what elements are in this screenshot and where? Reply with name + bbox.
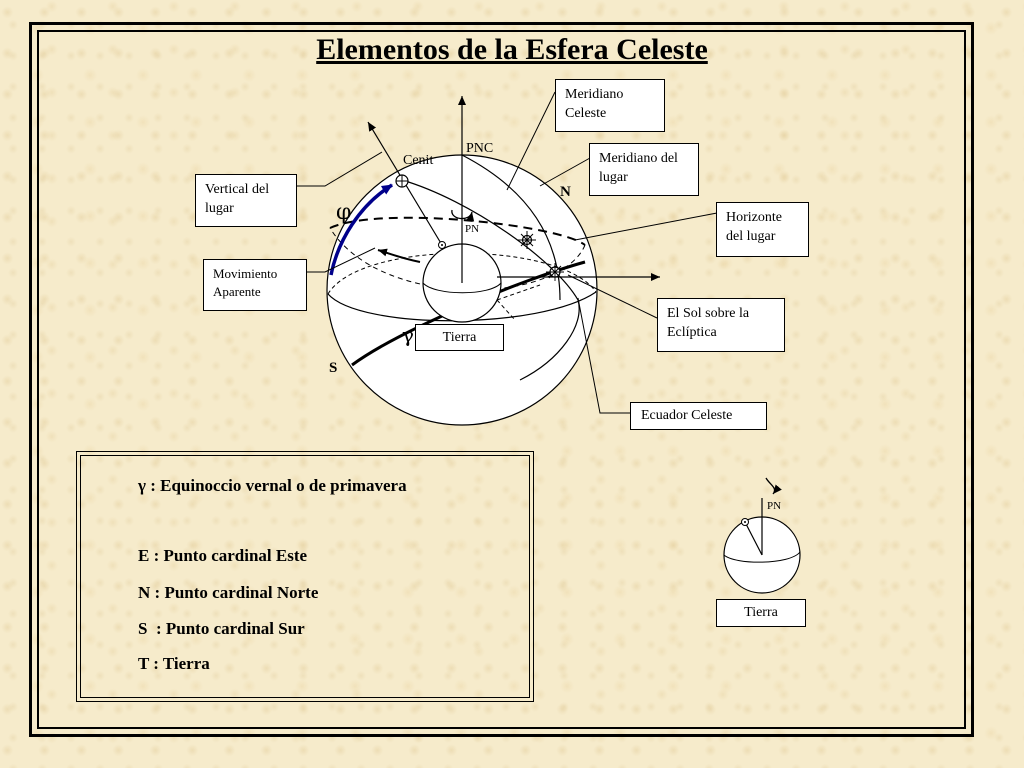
dashed-inner-2: [496, 299, 516, 321]
legend-item-e: E : Punto cardinal Este: [138, 546, 308, 565]
latitude-arc: [329, 183, 393, 276]
cenit-label: Cenit: [403, 153, 434, 168]
box-vertical-lugar: Vertical del lugar: [195, 174, 297, 227]
phi-label: φ: [336, 200, 352, 225]
dashed-inner-1: [496, 284, 541, 301]
box-tierra-main: Tierra: [415, 324, 504, 351]
inner-frame: [37, 30, 966, 729]
small-earth-equator: [723, 551, 801, 563]
legend-frame-inner: [80, 455, 530, 698]
south-label: S: [329, 360, 338, 376]
earth-equator: [422, 282, 502, 294]
box-movimiento-aparente: Movimiento Aparente: [203, 259, 307, 311]
gamma-label: γ: [402, 323, 414, 347]
page-title: Elementos de la Esfera Celeste: [316, 33, 708, 66]
outer-frame: [29, 22, 974, 737]
legend-item-s: S : Punto cardinal Sur: [138, 619, 305, 638]
box-ecuador-celeste: Ecuador Celeste: [630, 402, 767, 430]
box-sol-ecliptica: El Sol sobre la Eclíptica: [657, 298, 785, 352]
legend-frame-outer: [76, 451, 534, 702]
leader-vertical: [296, 151, 383, 187]
small-rotation-icon: [765, 477, 782, 495]
north-label: N: [560, 184, 571, 200]
leader-sol: [567, 274, 658, 319]
legend-item-gamma: γ : Equinoccio vernal o de primavera: [138, 476, 407, 495]
meridian-place: [401, 179, 580, 381]
small-earth-vertical: [744, 521, 763, 556]
box-meridiano-celeste: Meridiano Celeste: [555, 79, 665, 132]
leader-meridiano-celeste: [506, 91, 556, 191]
sun-icon-2: [546, 263, 564, 281]
legend-item-t: T : Tierra: [138, 654, 210, 673]
pnc-label: PNC: [466, 141, 494, 156]
leader-meridiano-lugar: [539, 157, 591, 187]
leader-horizonte: [574, 212, 718, 241]
box-meridiano-lugar: Meridiano del lugar: [589, 143, 699, 196]
pn-label: PN: [465, 223, 480, 235]
sun-icon-1: [518, 231, 536, 249]
legend-item-n: N : Punto cardinal Norte: [138, 583, 319, 602]
apparent-motion-arrow: [377, 248, 421, 263]
box-horizonte-lugar: Horizonte del lugar: [716, 202, 809, 257]
rotation-icon: [451, 209, 475, 222]
small-pn-label: PN: [767, 500, 782, 512]
box-tierra-small: Tierra: [716, 599, 806, 627]
leader-movimiento: [306, 247, 376, 273]
leader-ecuador: [577, 297, 630, 414]
